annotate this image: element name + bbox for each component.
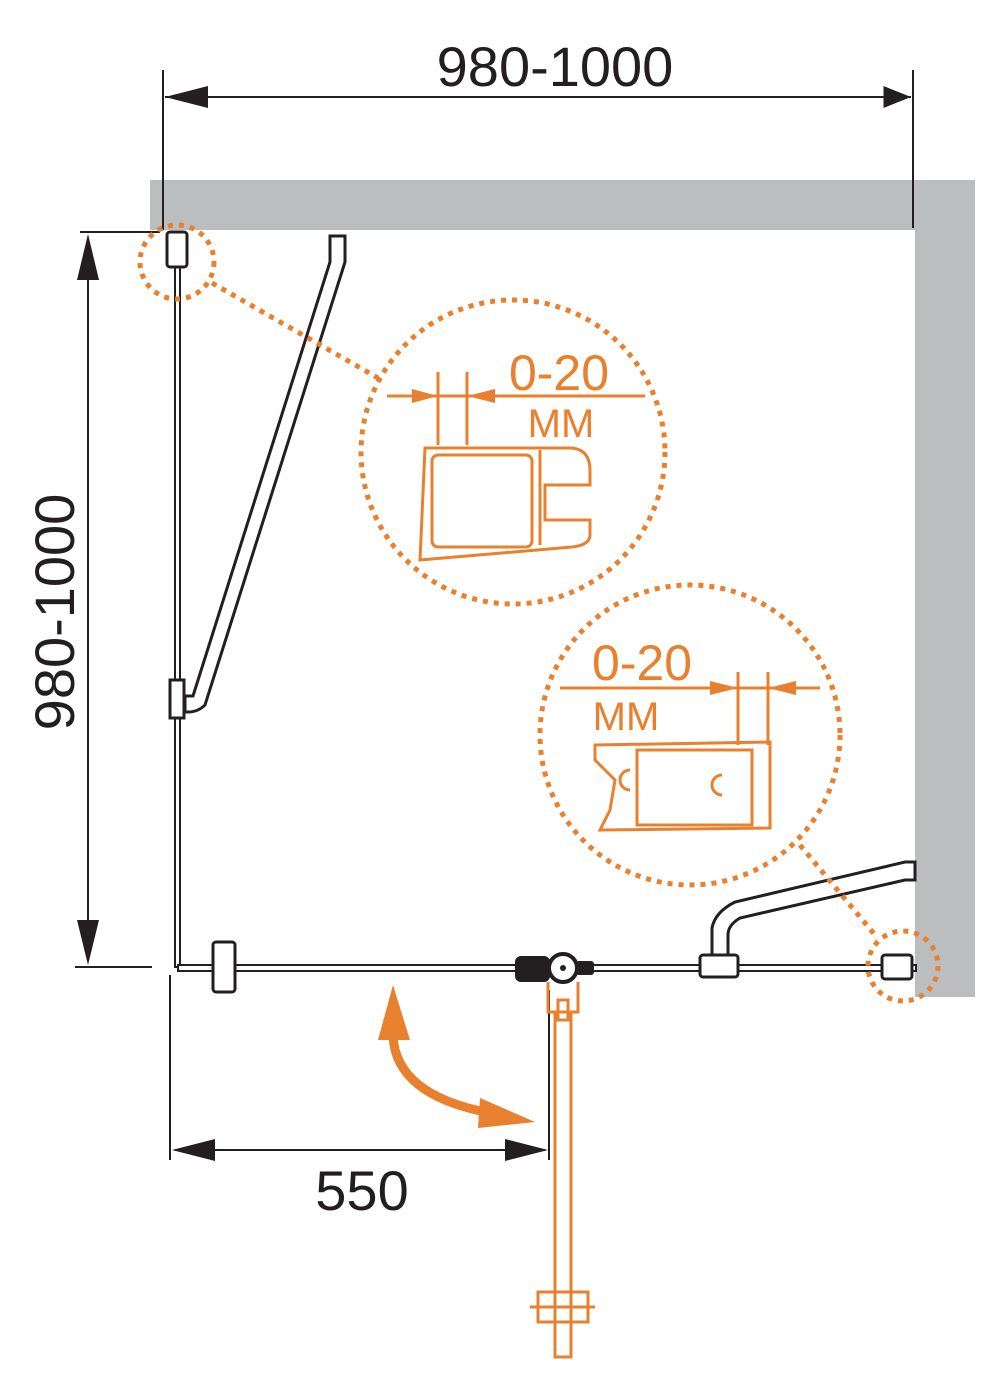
wall <box>150 180 975 997</box>
depth-dimension: 980-1000 <box>23 231 160 968</box>
detail-right: 0-20 ММ <box>560 635 820 832</box>
detail-callouts <box>137 222 941 1004</box>
depth-label: 980-1000 <box>23 494 86 731</box>
detail-2-unit: ММ <box>593 695 660 739</box>
detail-top-left: 0-20 ММ <box>387 345 645 562</box>
front-panel <box>177 860 917 994</box>
swing-direction-arrow <box>378 985 535 1128</box>
width-dimension: 980-1000 <box>162 35 914 230</box>
door-offset-dimension: 550 <box>169 975 550 1222</box>
width-label: 980-1000 <box>437 35 674 98</box>
detail-1-range: 0-20 <box>509 345 609 401</box>
door-offset-label: 550 <box>315 1159 408 1222</box>
detail-1-unit: ММ <box>528 402 595 446</box>
swing-door <box>530 982 595 1359</box>
detail-2-range: 0-20 <box>592 635 692 691</box>
